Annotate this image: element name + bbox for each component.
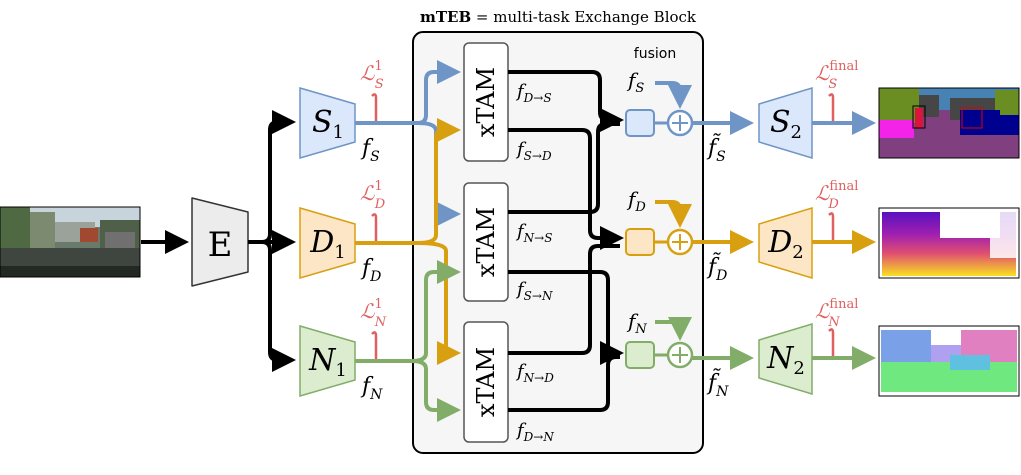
block-title: mTEB = multi-task Exchange Block [420,8,697,26]
loss-hooks-stage1 [371,93,378,361]
decoder-n1-label: N1 [308,343,347,381]
xtam-label-2: xTAM [472,207,500,277]
decoder-n2-label: N2 [766,341,805,379]
decoder-d2 [758,206,813,280]
feature-fd: fD [360,256,381,285]
decoder-s1-label: S1 [312,105,344,143]
xtam-label-3: xTAM [472,347,500,417]
fused-output-n: f̃N [706,369,729,400]
decoder-s2-label: S2 [770,105,802,143]
encoder-label: E [208,225,233,265]
decoder-s1 [299,87,356,159]
feature-fs: fS [360,136,380,165]
decoder-d1-label: D1 [309,225,346,263]
decoder-s2 [758,86,813,160]
depth-routes [355,118,461,365]
decoder-d2-label: D2 [767,225,804,263]
normal-output-image [878,325,1020,397]
loss-hooks-final [828,93,835,358]
xtam-label-1: xTAM [472,67,500,137]
encoder [191,197,249,287]
xtam-block-3 [463,321,509,443]
encoder-branches [248,110,296,372]
segmentation-output-image [878,87,1020,159]
fusion-label: fusion [634,46,676,62]
fusion-square-n [625,341,655,369]
fused-output-s: f̃S [706,134,726,165]
fusion-square-s [625,109,655,137]
decoder-n2 [758,322,813,396]
decoder-n1 [299,325,356,397]
input-image [0,206,141,278]
fused-output-d: f̃D [706,253,727,284]
fusion-square-d [625,228,655,256]
depth-output-image [878,207,1020,279]
normal-routes [355,260,461,422]
decoder-d1 [299,207,356,279]
xtam-block-1 [463,42,509,162]
feature-fn: fN [360,374,383,403]
xtam-block-2 [463,182,509,302]
cross-task-arrows [508,70,624,412]
